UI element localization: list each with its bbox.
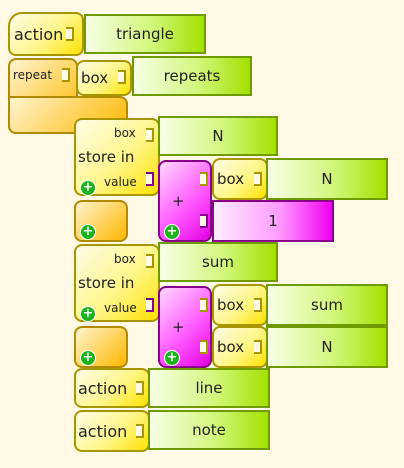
add-slot-icon[interactable]: + [80,350,96,366]
connector-notch [62,68,70,82]
action-label: action [14,25,64,44]
add-slot-icon[interactable]: + [80,224,96,240]
connector-notch [118,70,126,84]
repeat-label: repeat [13,68,53,82]
arg-box-name-input[interactable]: sum [266,284,388,326]
box-label: box [81,69,109,87]
add-slot-icon[interactable]: + [164,350,180,366]
store-value-label: value [104,301,137,315]
add-operator-label: + [172,318,185,336]
box-label: box [217,170,245,188]
arg-box-name-input[interactable]: N [266,326,388,368]
action-name-input[interactable]: triangle [84,14,206,54]
arg-box-name-input[interactable]: N [266,158,388,200]
action-label: action [78,379,128,398]
connector-notch [146,128,154,142]
number-input[interactable]: 1 [212,200,334,242]
connector-notch [136,381,144,395]
connector-notch [254,298,262,312]
store-in-label: store in [78,274,135,292]
connector-notch [254,340,262,354]
action-label: action [78,422,128,441]
add-slot-icon[interactable]: + [80,306,96,322]
connector-notch [146,172,154,186]
add-slot-icon[interactable]: + [80,180,96,196]
store-box-label: box [114,252,136,266]
store-box-name-input[interactable]: N [158,116,278,156]
store-box-name-input[interactable]: sum [158,242,278,282]
repeat-count-input[interactable]: repeats [132,56,252,96]
store-in-label: store in [78,148,135,166]
connector-notch [146,298,154,312]
connector-notch [200,340,208,354]
connector-notch [200,298,208,312]
store-box-label: box [114,126,136,140]
flow-slot: + [74,200,128,242]
store-in-block[interactable]: box store in value + [74,118,160,196]
action-name-input[interactable]: line [148,368,270,408]
connector-notch [254,172,262,186]
action-name-input[interactable]: note [148,410,270,450]
connector-notch [146,254,154,268]
store-value-label: value [104,175,137,189]
connector-notch [136,424,144,438]
box-label: box [217,338,245,356]
store-in-block[interactable]: box store in value + [74,244,160,322]
connector-notch [200,172,208,186]
connector-notch [200,214,208,228]
connector-notch [66,27,74,41]
flow-slot: + [74,326,128,368]
box-label: box [217,296,245,314]
add-operator-label: + [172,192,185,210]
add-slot-icon[interactable]: + [164,224,180,240]
